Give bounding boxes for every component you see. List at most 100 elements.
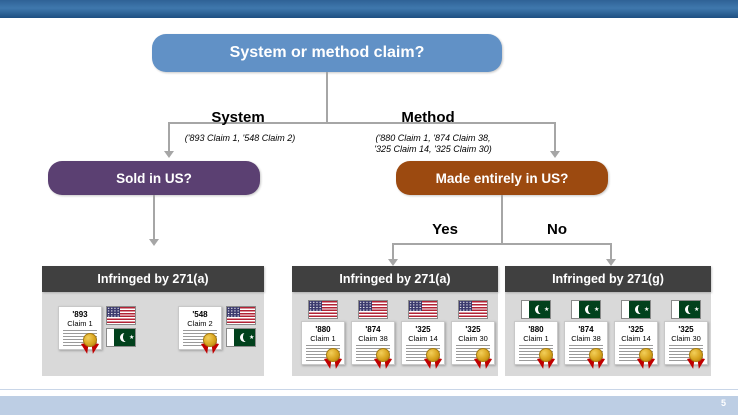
doc-cell[interactable]: ★ '880 Claim 1 xyxy=(514,300,558,370)
pk-flag-icon: ★ xyxy=(621,300,651,319)
flowchart-stage: System or method claim? System Method ('… xyxy=(0,21,738,389)
document-patent-number: '325 xyxy=(465,325,481,334)
result-header-label-system: Infringed by 271(a) xyxy=(97,272,209,286)
medal-icon xyxy=(80,333,100,355)
doc-cell[interactable]: '325 Claim 14 xyxy=(401,300,445,370)
connector-root-vertical xyxy=(326,72,328,122)
document-card[interactable]: '893 Claim 1 xyxy=(58,306,102,355)
branch-label-yes: Yes xyxy=(432,221,458,238)
document-card[interactable]: '874 Claim 38 xyxy=(564,321,608,370)
connector-no-down xyxy=(610,243,612,261)
arrow-no-to-result xyxy=(606,259,616,266)
us-flag-icon xyxy=(226,306,256,325)
document-flags: ★ xyxy=(226,306,256,347)
branch-label-no: No xyxy=(547,221,567,238)
branch-claims-method-line2: '325 Claim 14, '325 Claim 30) xyxy=(374,144,492,154)
document-claim: Claim 14 xyxy=(621,334,651,343)
result-header-label-method-yes: Infringed by 271(a) xyxy=(339,272,451,286)
connector-yes-down xyxy=(392,243,394,261)
pk-flag-icon: ★ xyxy=(106,328,136,347)
result-header-method-yes-271a[interactable]: Infringed by 271(a) xyxy=(292,266,498,292)
connector-sold-down xyxy=(153,195,155,240)
document-patent-number: '874 xyxy=(578,325,594,334)
slide-top-band xyxy=(0,0,738,18)
result-header-system-271a[interactable]: Infringed by 271(a) xyxy=(42,266,264,292)
document-patent-number: '325 xyxy=(678,325,694,334)
doc-cell[interactable]: ★ '325 Claim 30 xyxy=(664,300,708,370)
document-patent-number: '880 xyxy=(528,325,544,334)
root-decision-label: System or method claim? xyxy=(229,44,425,61)
slide-bottom-rule xyxy=(0,389,738,390)
document-patent-number: '325 xyxy=(415,325,431,334)
result-header-method-no-271g[interactable]: Infringed by 271(g) xyxy=(505,266,711,292)
decision-label-made-entirely-in-us: Made entirely in US? xyxy=(435,170,569,186)
document-card[interactable]: '325 Claim 30 xyxy=(451,321,495,370)
document-card[interactable]: '325 Claim 14 xyxy=(614,321,658,370)
doc-cell[interactable]: '874 Claim 38 xyxy=(351,300,395,370)
document-card[interactable]: '325 Claim 30 xyxy=(664,321,708,370)
document-claim: Claim 38 xyxy=(571,334,601,343)
branch-label-system: System xyxy=(211,109,265,126)
doc-cell[interactable]: ★ '325 Claim 14 xyxy=(614,300,658,370)
medal-icon xyxy=(586,348,606,370)
doc-cell[interactable]: '548 Claim 2 ★ xyxy=(178,306,256,355)
document-claim: Claim 14 xyxy=(408,334,438,343)
document-card[interactable]: '880 Claim 1 xyxy=(514,321,558,370)
document-card[interactable]: '548 Claim 2 xyxy=(178,306,222,355)
document-card[interactable]: '874 Claim 38 xyxy=(351,321,395,370)
document-claim: Claim 2 xyxy=(187,319,213,328)
decision-box-made-entirely-in-us[interactable]: Made entirely in US? xyxy=(396,161,608,195)
medal-icon xyxy=(536,348,556,370)
pk-flag-icon: ★ xyxy=(226,328,256,347)
document-patent-number: '325 xyxy=(628,325,644,334)
root-decision-box[interactable]: System or method claim? xyxy=(152,34,502,72)
pk-flag-icon: ★ xyxy=(571,300,601,319)
document-claim: Claim 1 xyxy=(67,319,93,328)
page-number: 5 xyxy=(720,398,726,408)
document-claim: Claim 38 xyxy=(358,334,388,343)
decision-box-sold-in-us[interactable]: Sold in US? xyxy=(48,161,260,195)
medal-icon xyxy=(473,348,493,370)
result-docs-system: '893 Claim 1 ★ '548 Claim 2 xyxy=(58,306,256,355)
arrow-to-made-in-us xyxy=(550,151,560,158)
us-flag-icon xyxy=(408,300,438,319)
slide-top-rule xyxy=(0,18,738,21)
arrow-sold-to-result xyxy=(149,239,159,246)
branch-claims-method: ('880 Claim 1, '874 Claim 38, '325 Claim… xyxy=(338,133,528,155)
medal-icon xyxy=(200,333,220,355)
connector-split-horizontal xyxy=(168,122,556,124)
medal-icon xyxy=(373,348,393,370)
medal-icon xyxy=(636,348,656,370)
document-claim: Claim 1 xyxy=(310,334,336,343)
connector-system-down xyxy=(168,122,170,152)
result-docs-method-yes: '880 Claim 1 '874 Claim 38 '32 xyxy=(301,300,495,370)
document-flags: ★ xyxy=(106,306,136,347)
document-claim: Claim 30 xyxy=(458,334,488,343)
branch-label-method: Method xyxy=(401,109,455,126)
arrow-yes-to-result xyxy=(388,259,398,266)
us-flag-icon xyxy=(358,300,388,319)
document-card[interactable]: '325 Claim 14 xyxy=(401,321,445,370)
branch-claims-system: ('893 Claim 1, '548 Claim 2) xyxy=(184,133,296,143)
us-flag-icon xyxy=(106,306,136,325)
doc-cell[interactable]: '893 Claim 1 ★ xyxy=(58,306,136,355)
branch-claims-method-line1: ('880 Claim 1, '874 Claim 38, xyxy=(375,133,491,143)
doc-cell[interactable]: '325 Claim 30 xyxy=(451,300,495,370)
decision-label-sold-in-us: Sold in US? xyxy=(116,170,192,186)
pk-flag-icon: ★ xyxy=(521,300,551,319)
us-flag-icon xyxy=(458,300,488,319)
slide-bottom-band xyxy=(0,396,738,415)
arrow-to-sold-in-us xyxy=(164,151,174,158)
doc-cell[interactable]: '880 Claim 1 xyxy=(301,300,345,370)
result-docs-method-no: ★ '880 Claim 1 ★ '874 Claim 38 xyxy=(514,300,708,370)
medal-icon xyxy=(323,348,343,370)
medal-icon xyxy=(423,348,443,370)
document-patent-number: '874 xyxy=(365,325,381,334)
connector-made-split xyxy=(392,243,612,245)
document-card[interactable]: '880 Claim 1 xyxy=(301,321,345,370)
connector-method-down xyxy=(554,122,556,152)
doc-cell[interactable]: ★ '874 Claim 38 xyxy=(564,300,608,370)
document-claim: Claim 30 xyxy=(671,334,701,343)
medal-icon xyxy=(686,348,706,370)
document-claim: Claim 1 xyxy=(523,334,549,343)
